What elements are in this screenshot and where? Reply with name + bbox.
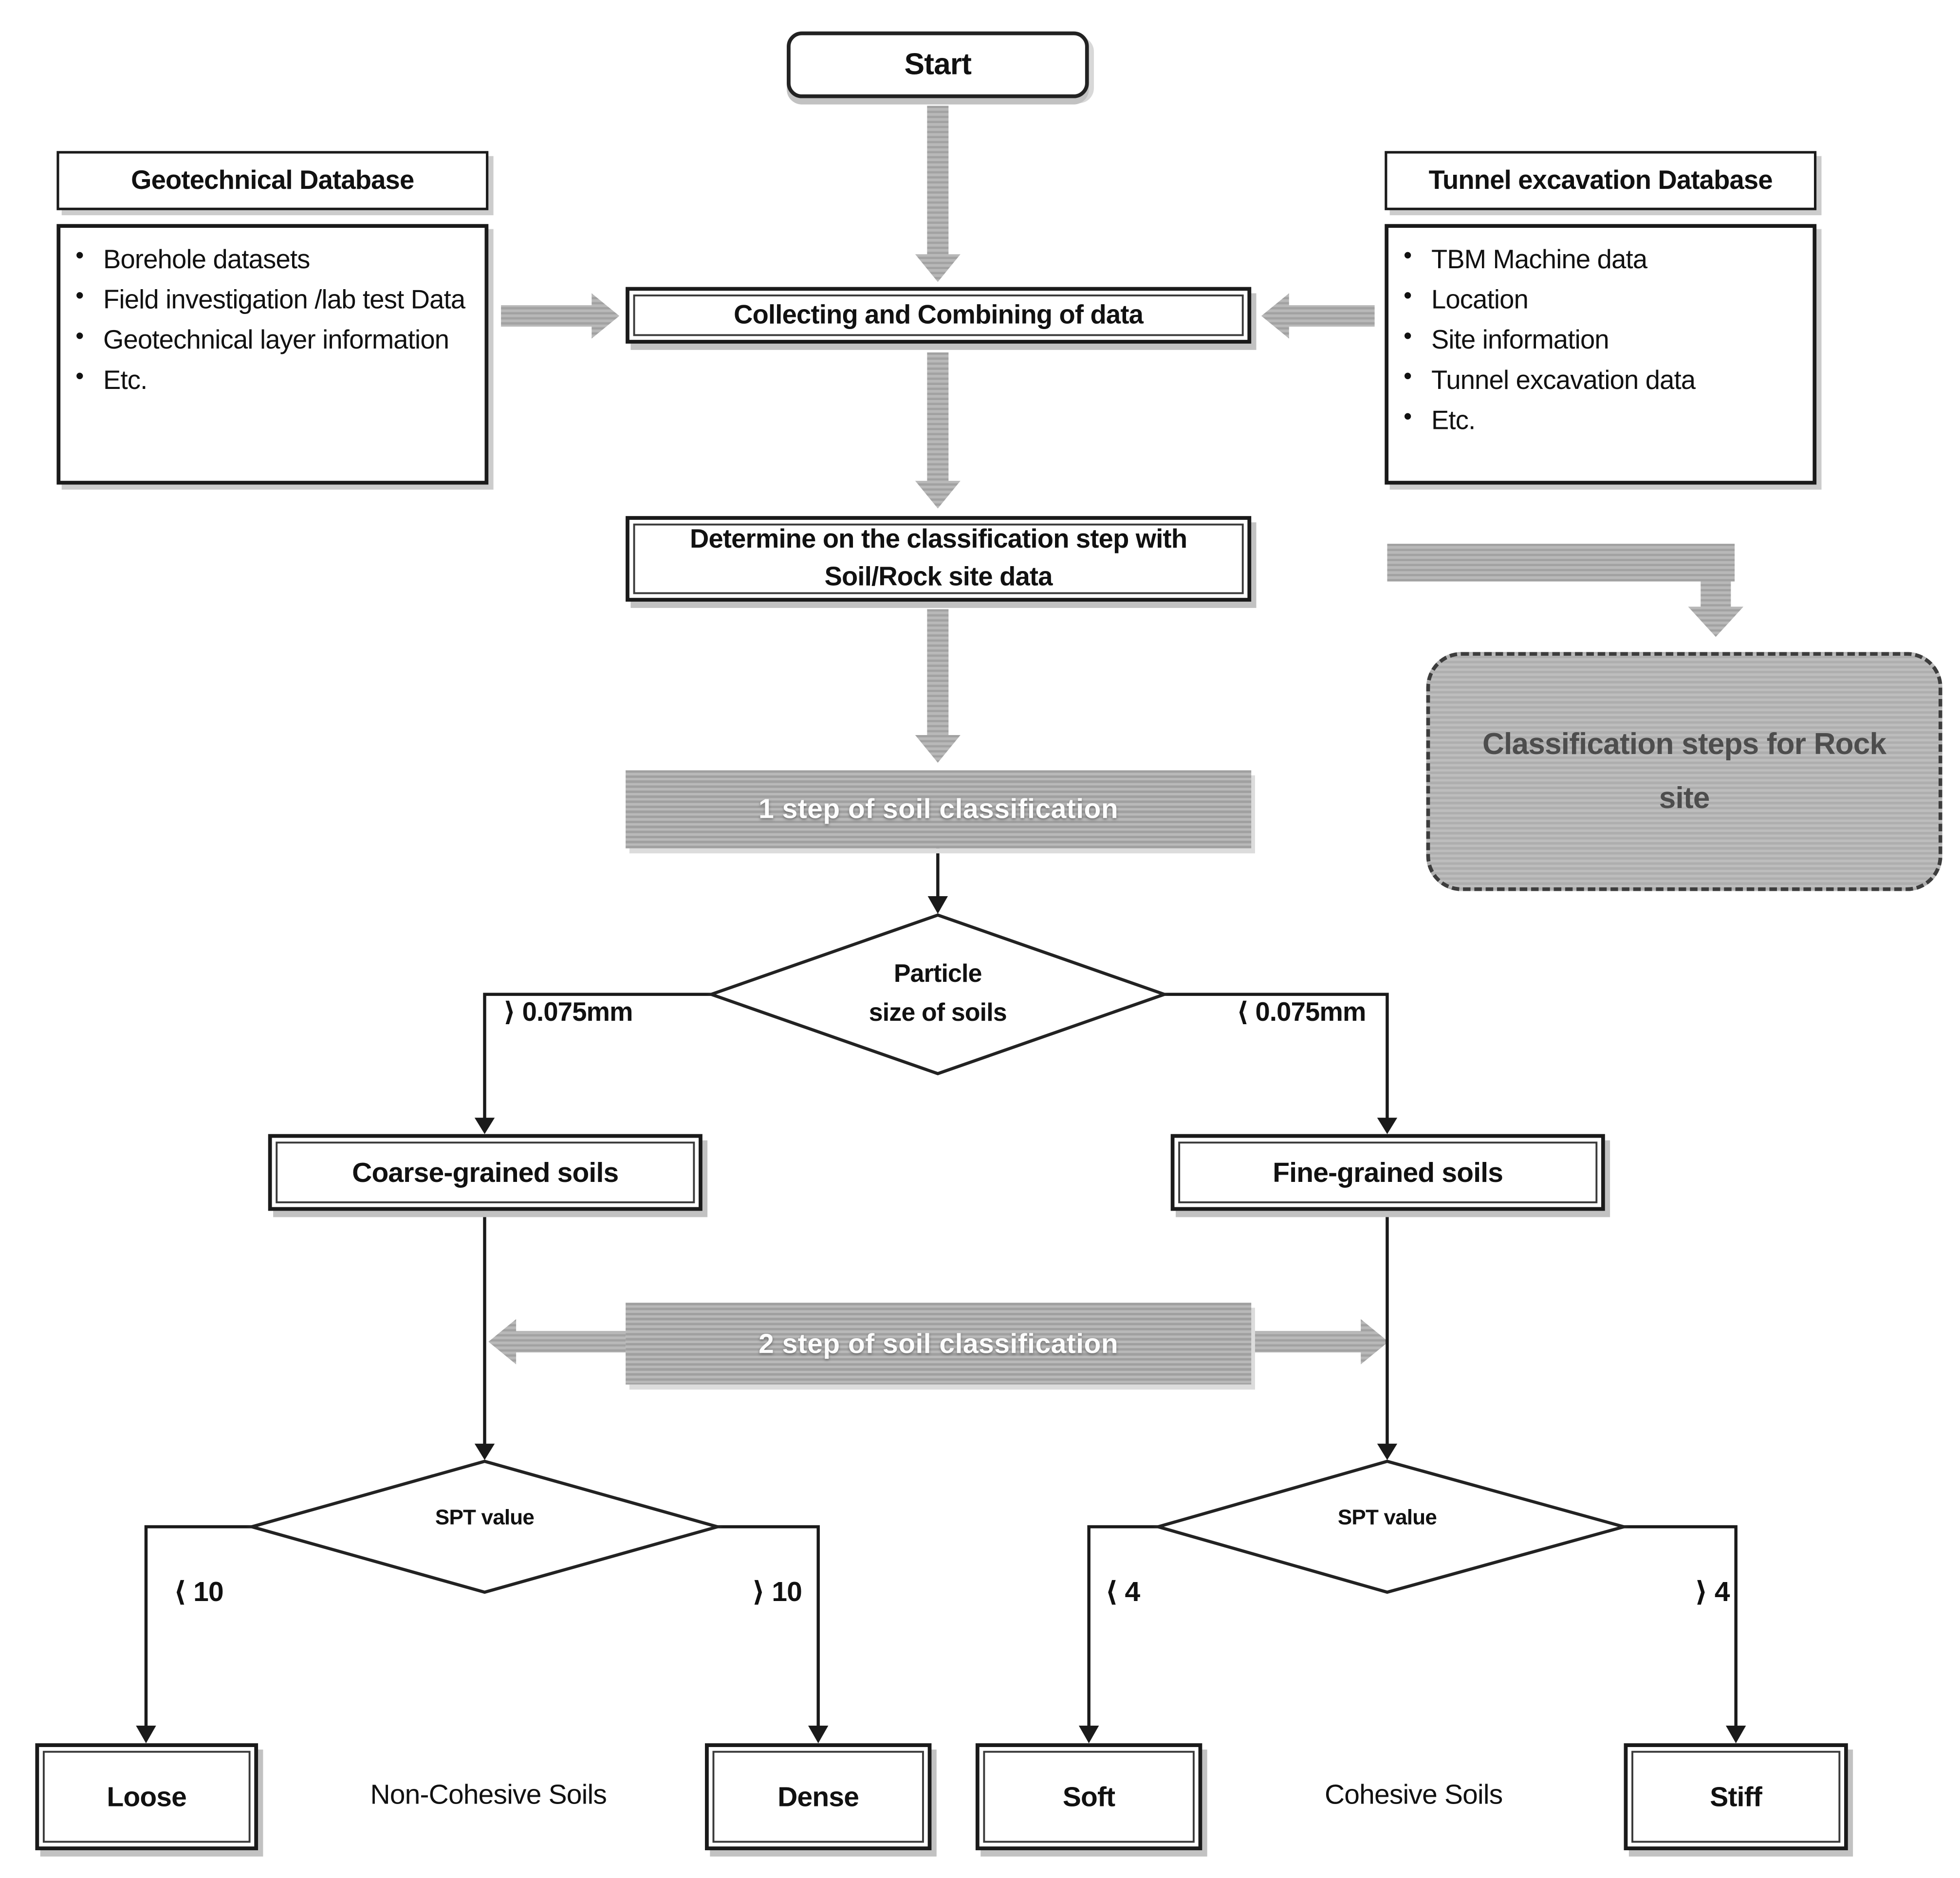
spt-right-text: SPT value: [1337, 1505, 1437, 1529]
list-item: Site information: [1404, 319, 1803, 361]
collecting-combining-node: Collecting and Combining of data: [626, 287, 1252, 344]
arrow-collect-to-determine: [915, 352, 961, 509]
flow-lines: [144, 848, 1738, 1730]
arrow-step2-right: [1251, 1319, 1389, 1364]
list-item: Field investigation /lab test Data: [75, 279, 475, 321]
non-cohesive-text: Non-Cohesive Soils: [370, 1778, 607, 1810]
cohesive-text: Cohesive Soils: [1325, 1778, 1503, 1810]
arrow-determine-to-step1: [915, 609, 961, 763]
list-item: Geotechnical layer information: [75, 319, 475, 361]
coarse-grained-node: Coarse-grained soils: [268, 1134, 703, 1211]
determine-step-label: Determine on the classification step wit…: [690, 525, 1187, 592]
step1-label: 1 step of soil classification: [758, 792, 1119, 825]
rock-site-label: Classification steps for Rock site: [1482, 727, 1886, 816]
loose-node: Loose: [35, 1743, 259, 1850]
determine-step-node: Determine on the classification step wit…: [626, 516, 1252, 602]
list-item: Etc.: [1404, 400, 1803, 442]
loose-label: Loose: [107, 1780, 187, 1812]
branch-label-lt-10: ⟨ 10: [173, 1576, 224, 1608]
geotechnical-db-panel: Borehole datasets Field investigation /l…: [56, 224, 489, 485]
rock-site-node: Classification steps for Rock site: [1426, 652, 1942, 891]
tunnel-db-list: TBM Machine data Location Site informati…: [1388, 239, 1812, 442]
start-label: Start: [904, 47, 972, 81]
soft-node: Soft: [975, 1743, 1202, 1850]
particle-line2: size of soils: [869, 999, 1007, 1027]
list-item: Etc.: [75, 360, 475, 401]
step2-label: 2 step of soil classification: [758, 1327, 1119, 1359]
branch-lt-0075-text: ⟨ 0.075mm: [1237, 998, 1366, 1027]
coarse-grained-label: Coarse-grained soils: [352, 1156, 619, 1188]
dense-node: Dense: [704, 1743, 932, 1850]
geotechnical-db-list: Borehole datasets Field investigation /l…: [60, 239, 484, 401]
list-item: Location: [1404, 279, 1803, 321]
branch-lt-4-text: ⟨ 4: [1105, 1576, 1140, 1607]
spt-value-label-left: SPT value: [359, 1502, 610, 1534]
particle-size-diamond: [706, 913, 1169, 1076]
arrow-rock-elbow-shaft: [1701, 579, 1731, 607]
soft-label: Soft: [1062, 1780, 1115, 1812]
tunnel-db-title: Tunnel excavation Database: [1428, 166, 1773, 195]
particle-size-label: Particle size of soils: [749, 954, 1127, 1034]
arrow-start-to-collect: [915, 106, 961, 282]
branch-gt-4-text: ⟩ 4: [1695, 1576, 1730, 1607]
branch-gt-10-text: ⟩ 10: [752, 1576, 802, 1607]
tunnel-db-header: Tunnel excavation Database: [1385, 151, 1817, 210]
branch-label-lt-4: ⟨ 4: [1105, 1576, 1140, 1608]
step1-banner: 1 step of soil classification: [626, 770, 1252, 848]
spt-diamond-left: [246, 1459, 723, 1594]
arrow-rock-elbow-head: [1688, 607, 1744, 637]
spt-diamond-right: [1152, 1459, 1630, 1594]
geotechnical-db-header: Geotechnical Database: [56, 151, 489, 210]
branch-label-gt-0075: ⟩ 0.075mm: [503, 997, 633, 1029]
branch-lt-10-text: ⟨ 10: [173, 1576, 224, 1607]
list-item: Tunnel excavation data: [1404, 360, 1803, 401]
tunnel-db-panel: TBM Machine data Location Site informati…: [1385, 224, 1817, 485]
arrow-tunneldb-to-collect: [1261, 293, 1375, 339]
fine-grained-node: Fine-grained soils: [1170, 1134, 1605, 1211]
particle-size-text: Particle size of soils: [869, 956, 1007, 1033]
start-node: Start: [787, 31, 1089, 98]
arrow-rock-elbow-bar: [1387, 544, 1735, 582]
collecting-combining-label: Collecting and Combining of data: [734, 300, 1144, 330]
arrow-step2-left: [488, 1319, 626, 1364]
step2-banner: 2 step of soil classification: [626, 1303, 1252, 1385]
arrow-geodb-to-collect: [501, 293, 620, 339]
particle-line1: Particle: [893, 960, 982, 988]
flow-arrowheads: [136, 896, 1746, 1744]
spt-left-text: SPT value: [435, 1505, 535, 1529]
spt-value-label-right: SPT value: [1261, 1502, 1513, 1534]
branch-label-lt-0075: ⟨ 0.075mm: [1165, 997, 1366, 1029]
non-cohesive-soils-label: Non-Cohesive Soils: [299, 1779, 677, 1811]
branch-label-gt-4: ⟩ 4: [1664, 1576, 1730, 1608]
branch-gt-0075-text: ⟩ 0.075mm: [503, 998, 633, 1027]
dense-label: Dense: [777, 1780, 859, 1812]
list-item: TBM Machine data: [1404, 239, 1803, 281]
geotechnical-db-title: Geotechnical Database: [131, 166, 414, 195]
list-item: Borehole datasets: [75, 239, 475, 281]
stiff-node: Stiff: [1624, 1743, 1848, 1850]
fine-grained-label: Fine-grained soils: [1273, 1156, 1503, 1188]
stiff-label: Stiff: [1710, 1780, 1762, 1812]
cohesive-soils-label: Cohesive Soils: [1225, 1779, 1603, 1811]
branch-label-gt-10: ⟩ 10: [724, 1576, 802, 1608]
